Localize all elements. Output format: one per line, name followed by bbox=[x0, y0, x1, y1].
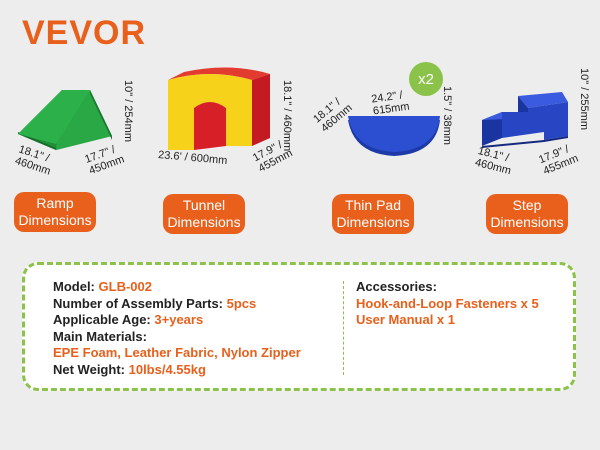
weight-row: Net Weight: 10lbs/4.55kg bbox=[53, 361, 206, 377]
age-value: 3+years bbox=[154, 312, 204, 327]
accessory-item: Hook-and-Loop Fasteners x 5 bbox=[356, 295, 539, 311]
vevor-logo: VEVOR bbox=[22, 14, 147, 52]
tunnel-dimensions-badge: Tunnel Dimensions bbox=[163, 194, 245, 234]
accessories-column: Accessories: Hook-and-Loop Fasteners x 5… bbox=[356, 279, 539, 329]
panel-divider bbox=[343, 281, 344, 375]
parts-value: 5pcs bbox=[226, 295, 257, 311]
ramp-image bbox=[18, 90, 112, 150]
ramp-height-label: 10" / 254mm bbox=[122, 80, 134, 142]
thin-pad-dimensions-badge: Thin Pad Dimensions bbox=[332, 194, 414, 234]
weight-value: 10lbs/4.55kg bbox=[128, 361, 206, 377]
ramp-dimensions-badge: Ramp Dimensions bbox=[14, 192, 96, 232]
model-value: GLB-002 bbox=[98, 279, 152, 294]
step-dimensions-badge: Step Dimensions bbox=[486, 194, 568, 234]
model-row: Model: GLB-002 bbox=[53, 279, 152, 294]
accessories-label: Accessories: bbox=[356, 279, 437, 294]
step-height-label: 10" / 255mm bbox=[578, 68, 590, 130]
parts-row: Number of Assembly Parts: 5pcs bbox=[53, 295, 257, 311]
specs-column: Model: GLB-002 Number of Assembly Parts:… bbox=[53, 279, 301, 378]
accessory-item: User Manual x 1 bbox=[356, 312, 455, 327]
thin-pad-image bbox=[348, 116, 440, 156]
age-row: Applicable Age: 3+years bbox=[53, 312, 204, 327]
pad-thickness-label: 1.5" / 38mm bbox=[441, 86, 453, 145]
specifications-panel: Model: GLB-002 Number of Assembly Parts:… bbox=[22, 262, 576, 391]
tunnel-image bbox=[168, 67, 270, 150]
quantity-badge: x2 bbox=[409, 62, 443, 96]
materials-label: Main Materials: bbox=[53, 328, 147, 344]
step-image bbox=[482, 92, 568, 148]
materials-value: EPE Foam, Leather Fabric, Nylon Zipper bbox=[53, 345, 301, 360]
